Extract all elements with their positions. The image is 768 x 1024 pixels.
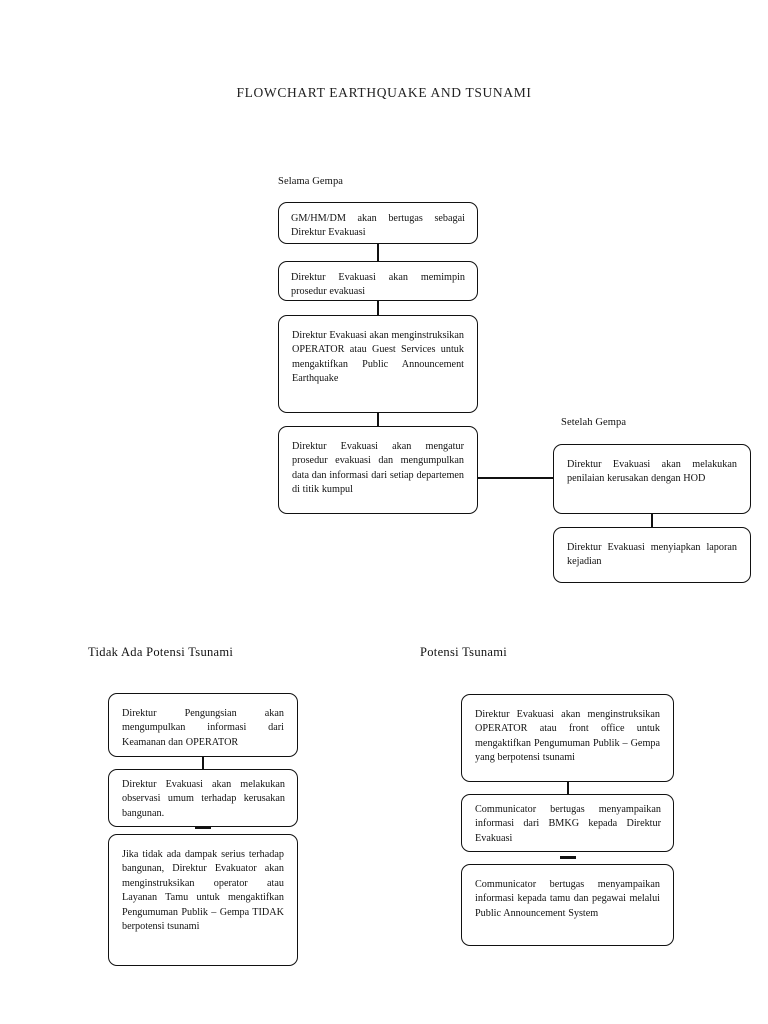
- flow-box-ts3[interactable]: Communicator bertugas menyampaikan infor…: [461, 864, 674, 946]
- section-caption-after-quake: Setelah Gempa: [561, 417, 627, 428]
- connector-dq3-dq4: [377, 408, 379, 430]
- flow-box-nt3-text: Jika tidak ada dampak serius terhadap ba…: [122, 849, 284, 933]
- connector-ts1-ts2: [567, 781, 569, 795]
- flow-box-aq2[interactable]: Direktur Evakuasi menyiapkan laporan kej…: [553, 527, 751, 583]
- flow-box-nt2-text: Direktur Evakuasi akan melakukan observa…: [122, 779, 285, 819]
- section-caption-during-quake: Selama Gempa: [278, 176, 344, 187]
- flow-box-dq2-text: Direktur Evakuasi akan memimpin prosedur…: [291, 272, 465, 298]
- flow-box-ts3-text: Communicator bertugas menyampaikan infor…: [475, 879, 660, 919]
- flow-box-aq2-text: Direktur Evakuasi menyiapkan laporan kej…: [567, 542, 737, 568]
- connector-dq1-dq2: [377, 240, 379, 264]
- connector-nt1-nt2: [202, 757, 204, 771]
- connector-nt2-nt3: [195, 826, 211, 829]
- connector-dq4-aq1: [477, 477, 556, 479]
- flow-box-ts1-text: Direktur Evakuasi akan menginstruksikan …: [475, 709, 660, 764]
- flow-box-dq1-text: GM/HM/DM akan bertugas sebagai Direktur …: [291, 213, 465, 239]
- flow-box-nt2[interactable]: Direktur Evakuasi akan melakukan observa…: [108, 769, 298, 827]
- flow-box-dq3-text: Direktur Evakuasi akan menginstruksikan …: [292, 330, 464, 385]
- flow-box-nt3[interactable]: Jika tidak ada dampak serius terhadap ba…: [108, 834, 298, 966]
- flow-box-aq1[interactable]: Direktur Evakuasi akan melakukan penilai…: [553, 444, 751, 514]
- connector-dq2-dq3: [377, 296, 379, 320]
- flow-box-dq2[interactable]: Direktur Evakuasi akan memimpin prosedur…: [278, 261, 478, 301]
- flow-box-ts1[interactable]: Direktur Evakuasi akan menginstruksikan …: [461, 694, 674, 782]
- page-title: FLOWCHART EARTHQUAKE AND TSUNAMI: [236, 85, 532, 100]
- flow-box-nt1-text: Direktur Pengungsian akan mengumpulkan i…: [122, 708, 284, 748]
- flow-box-ts2-text: Communicator bertugas menyampaikan infor…: [475, 804, 661, 844]
- flow-box-nt1[interactable]: Direktur Pengungsian akan mengumpulkan i…: [108, 693, 298, 757]
- flow-box-aq1-text: Direktur Evakuasi akan melakukan penilai…: [567, 459, 737, 485]
- flow-box-dq4[interactable]: Direktur Evakuasi akan mengatur prosedur…: [278, 426, 478, 514]
- connector-ts2-ts3: [560, 856, 576, 859]
- flow-box-dq3[interactable]: Direktur Evakuasi akan menginstruksikan …: [278, 315, 478, 413]
- section-caption-no-tsunami: Tidak Ada Potensi Tsunami: [88, 645, 234, 659]
- flow-box-dq1[interactable]: GM/HM/DM akan bertugas sebagai Direktur …: [278, 202, 478, 244]
- flow-box-dq4-text: Direktur Evakuasi akan mengatur prosedur…: [292, 441, 464, 496]
- flow-box-ts2[interactable]: Communicator bertugas menyampaikan infor…: [461, 794, 674, 852]
- section-caption-tsunami: Potensi Tsunami: [420, 645, 508, 659]
- connector-aq1-aq2: [651, 512, 653, 530]
